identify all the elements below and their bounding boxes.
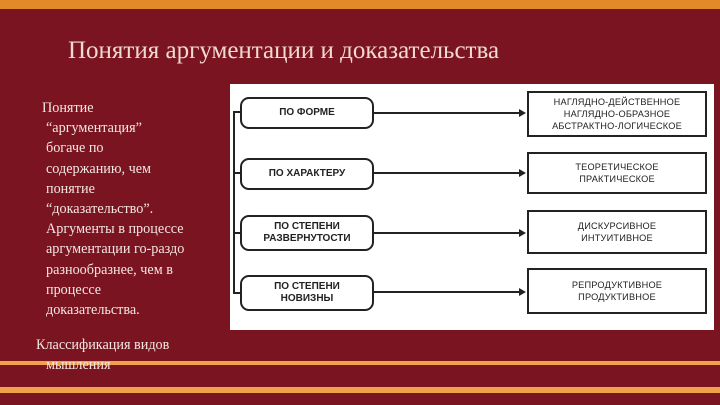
arrow-head: [519, 169, 526, 177]
body-line: аргументации го-раздо: [46, 241, 185, 258]
bottom-band: [0, 361, 720, 405]
connector-line: [374, 112, 520, 114]
body-line: Понятие: [42, 100, 94, 116]
body-line: “аргументация”: [46, 120, 142, 137]
body-line: Аргументы в процессе: [46, 221, 184, 238]
body-text: Понятие “аргументация” богаче по содержа…: [38, 98, 230, 320]
connector-line: [374, 172, 520, 174]
body-text-last: Классификация видов мышления: [36, 335, 236, 375]
arrow-head: [519, 229, 526, 237]
branch-line: [233, 292, 241, 294]
body-line: мышления: [46, 357, 111, 374]
slide-title: Понятия аргументации и доказательства: [68, 37, 500, 64]
body-line: процессе: [46, 281, 102, 298]
body-line: доказательства.: [46, 302, 140, 319]
left-box-form: ПО ФОРМЕ: [240, 97, 374, 129]
connector-line: [374, 291, 520, 293]
body-line: понятие: [46, 180, 95, 197]
diagram-spine: [233, 111, 235, 294]
branch-line: [233, 232, 241, 234]
arrow-head: [519, 288, 526, 296]
branch-line: [233, 111, 241, 113]
branch-line: [233, 172, 241, 174]
body-line: разнообразнее, чем в: [46, 261, 173, 278]
left-box-character: ПО ХАРАКТЕРУ: [240, 158, 374, 190]
body-line: Классификация видов: [36, 337, 170, 353]
connector-line: [374, 232, 520, 234]
bottom-accent-line: [0, 387, 720, 393]
bottom-accent-line: [0, 361, 720, 365]
body-line: содержанию, чем: [46, 160, 151, 177]
top-accent-bar: [0, 0, 720, 9]
body-line: богаче по: [46, 140, 104, 157]
body-line: “доказательство”.: [46, 201, 154, 218]
arrow-head: [519, 109, 526, 117]
